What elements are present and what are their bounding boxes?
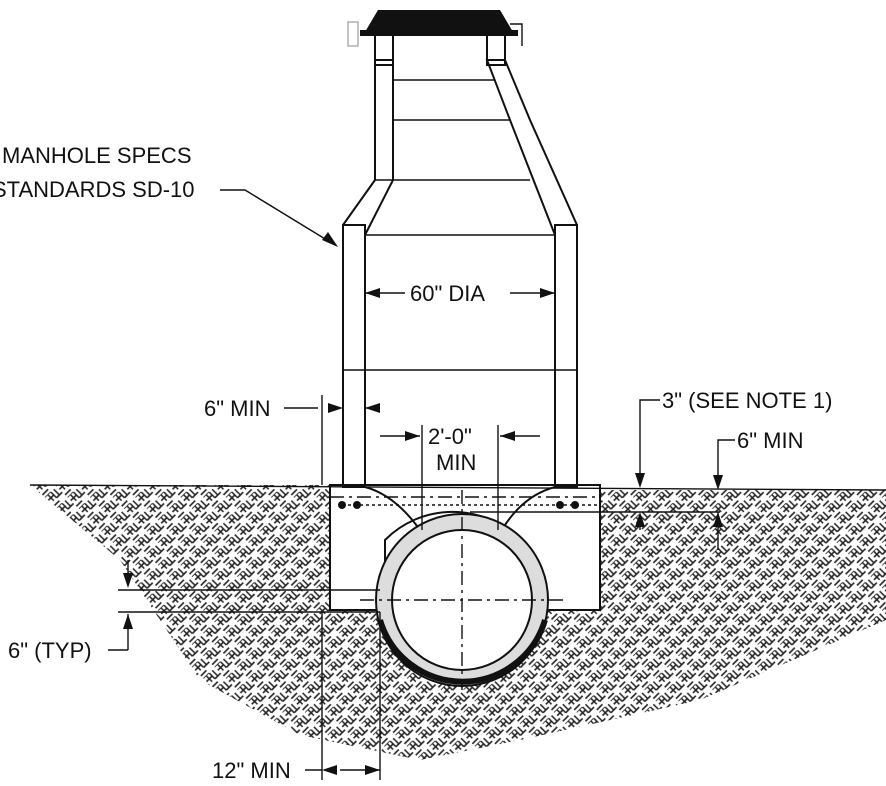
label-2ft: 2'-0" — [428, 424, 472, 449]
dimension-60-dia — [365, 288, 555, 298]
dimension-2ft-min — [380, 425, 540, 530]
label-3in-note: 3" (SEE NOTE 1) — [662, 388, 832, 413]
manhole-frame-cover — [347, 10, 523, 47]
label-right-6min: 6" MIN — [737, 428, 803, 453]
label-6-typ: 6" (TYP) — [8, 638, 92, 663]
label-specs-line2: STANDARDS SD-10 — [0, 177, 195, 202]
benching — [364, 486, 556, 531]
dimension-right-6min — [713, 439, 735, 550]
pipe-section — [330, 490, 720, 690]
label-specs-line1: MANHOLE SPECS — [2, 143, 192, 168]
label-60-dia: 60" DIA — [410, 281, 485, 306]
label-wall-6min: 6" MIN — [204, 396, 270, 421]
rebar-dots — [338, 501, 600, 509]
dimension-wall-6min — [284, 395, 380, 485]
leader-specs — [220, 189, 338, 247]
label-12-min: 12" MIN — [212, 758, 291, 783]
dimension-6-typ — [108, 560, 380, 651]
label-2ft-min: MIN — [436, 450, 476, 475]
dimension-12-min — [305, 612, 381, 780]
manhole-barrel — [342, 29, 578, 488]
dimension-3in-note — [635, 399, 660, 530]
